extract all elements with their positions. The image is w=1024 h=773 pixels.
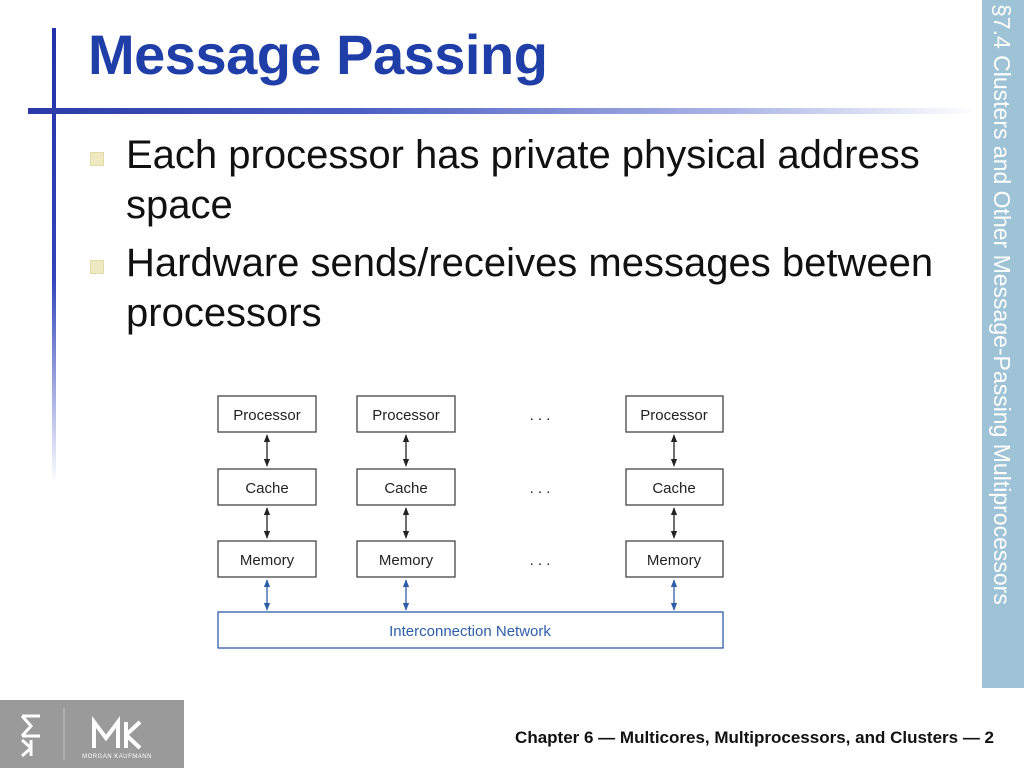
publisher-name: MORGAN KAUFMANN	[82, 754, 152, 760]
bullet-item: Each processor has private physical addr…	[88, 130, 948, 230]
node-column-3: Processor Cache Memory	[625, 395, 724, 611]
mk-logo-icon: MORGAN KAUFMANN	[82, 716, 152, 760]
ellipsis-processor: . . .	[530, 407, 551, 424]
processor-label: Processor	[640, 407, 708, 424]
memory-box	[217, 540, 317, 578]
slide-title: Message Passing	[88, 23, 548, 86]
square-bullet-icon	[90, 260, 104, 274]
processor-label: Processor	[372, 407, 440, 424]
memory-label: Memory	[240, 552, 295, 569]
processor-box	[217, 395, 317, 433]
footer-chapter-text: Chapter 6 — Multicores, Multiprocessors,…	[515, 728, 994, 747]
cache-box	[625, 468, 724, 506]
cache-label: Cache	[245, 480, 288, 497]
memory-label: Memory	[379, 552, 434, 569]
memory-box	[625, 540, 724, 578]
message-passing-diagram: Processor Cache Memory Processor Cache M…	[210, 390, 730, 657]
node-column-1: Processor Cache Memory	[217, 395, 317, 611]
square-bullet-icon	[90, 152, 104, 166]
title-underline	[28, 108, 978, 114]
interconnection-network-box	[217, 611, 724, 649]
footer-logo-band: MORGAN KAUFMANN	[0, 700, 184, 768]
bullet-text: Hardware sends/receives messages between…	[126, 241, 934, 335]
cache-label: Cache	[652, 480, 695, 497]
mk-vertical-logo-icon	[20, 714, 40, 758]
bullet-list: Each processor has private physical addr…	[88, 130, 948, 346]
section-caption: §7.4 Clusters and Other Message-Passing …	[989, 4, 1015, 605]
node-column-2: Processor Cache Memory	[356, 395, 456, 611]
bullet-text: Each processor has private physical addr…	[126, 133, 920, 227]
bullet-item: Hardware sends/receives messages between…	[88, 238, 948, 338]
processor-label: Processor	[233, 407, 301, 424]
memory-box	[356, 540, 456, 578]
processor-box	[625, 395, 724, 433]
processor-box	[356, 395, 456, 433]
ellipsis-memory: . . .	[530, 552, 551, 569]
interconnection-network-label: Interconnection Network	[389, 623, 551, 640]
cache-box	[217, 468, 317, 506]
cache-label: Cache	[384, 480, 427, 497]
cache-box	[356, 468, 456, 506]
memory-label: Memory	[647, 552, 702, 569]
section-side-band	[982, 0, 1024, 688]
ellipsis-cache: . . .	[530, 480, 551, 497]
left-accent-bar	[52, 28, 56, 483]
